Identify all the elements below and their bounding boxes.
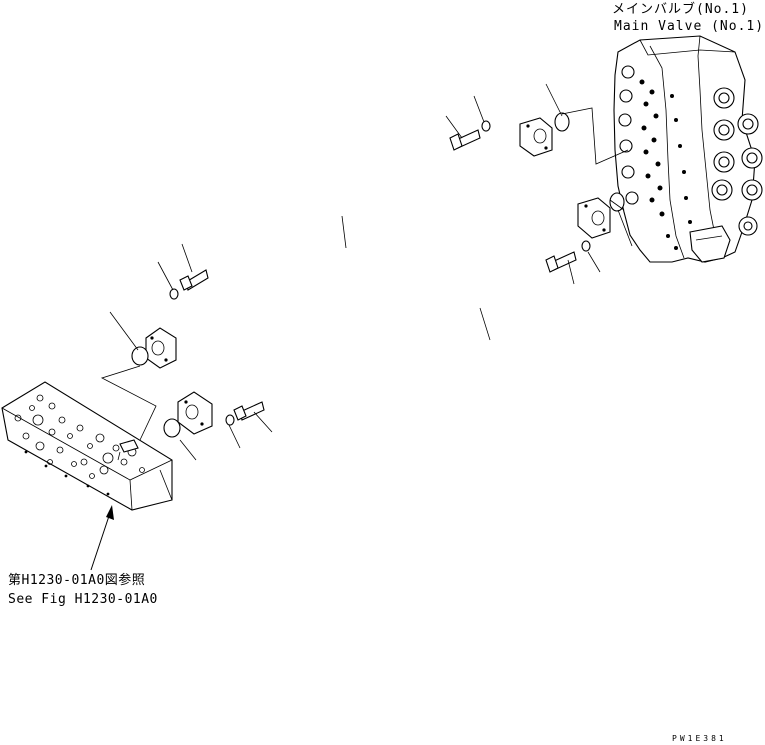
see-fig-label-ja: 第H1230-01A0図参照 (8, 573, 146, 588)
flange-icon (519, 117, 553, 157)
washer-icon (169, 288, 179, 300)
flange-icon (577, 197, 611, 239)
washer-icon (481, 120, 491, 132)
o-ring-icon (131, 346, 149, 366)
washer-icon (581, 240, 591, 252)
tube-icon (155, 137, 555, 348)
main-valve-icon (613, 35, 763, 263)
manifold-block-icon (1, 381, 173, 511)
o-ring-icon (163, 418, 181, 438)
bolt-icon (233, 401, 265, 421)
main-valve-label-ja: メインバルブ(No.1) (612, 2, 749, 17)
main-valve-label-en: Main Valve (No.1) (614, 19, 765, 34)
washer-icon (225, 414, 235, 426)
flange-icon (145, 327, 177, 369)
flange-icon (177, 391, 213, 435)
see-fig-label-en: See Fig H1230-01A0 (8, 592, 158, 607)
bolt-icon (449, 129, 481, 151)
o-ring-icon (554, 112, 570, 132)
leader-lines (100, 83, 633, 461)
arrow-icon (90, 505, 114, 571)
bolt-icon (545, 251, 577, 273)
drawing-code: PW1E381 (672, 734, 727, 743)
bolt-icon (179, 269, 209, 291)
o-ring-icon (609, 192, 625, 212)
tube-icon (189, 217, 595, 415)
